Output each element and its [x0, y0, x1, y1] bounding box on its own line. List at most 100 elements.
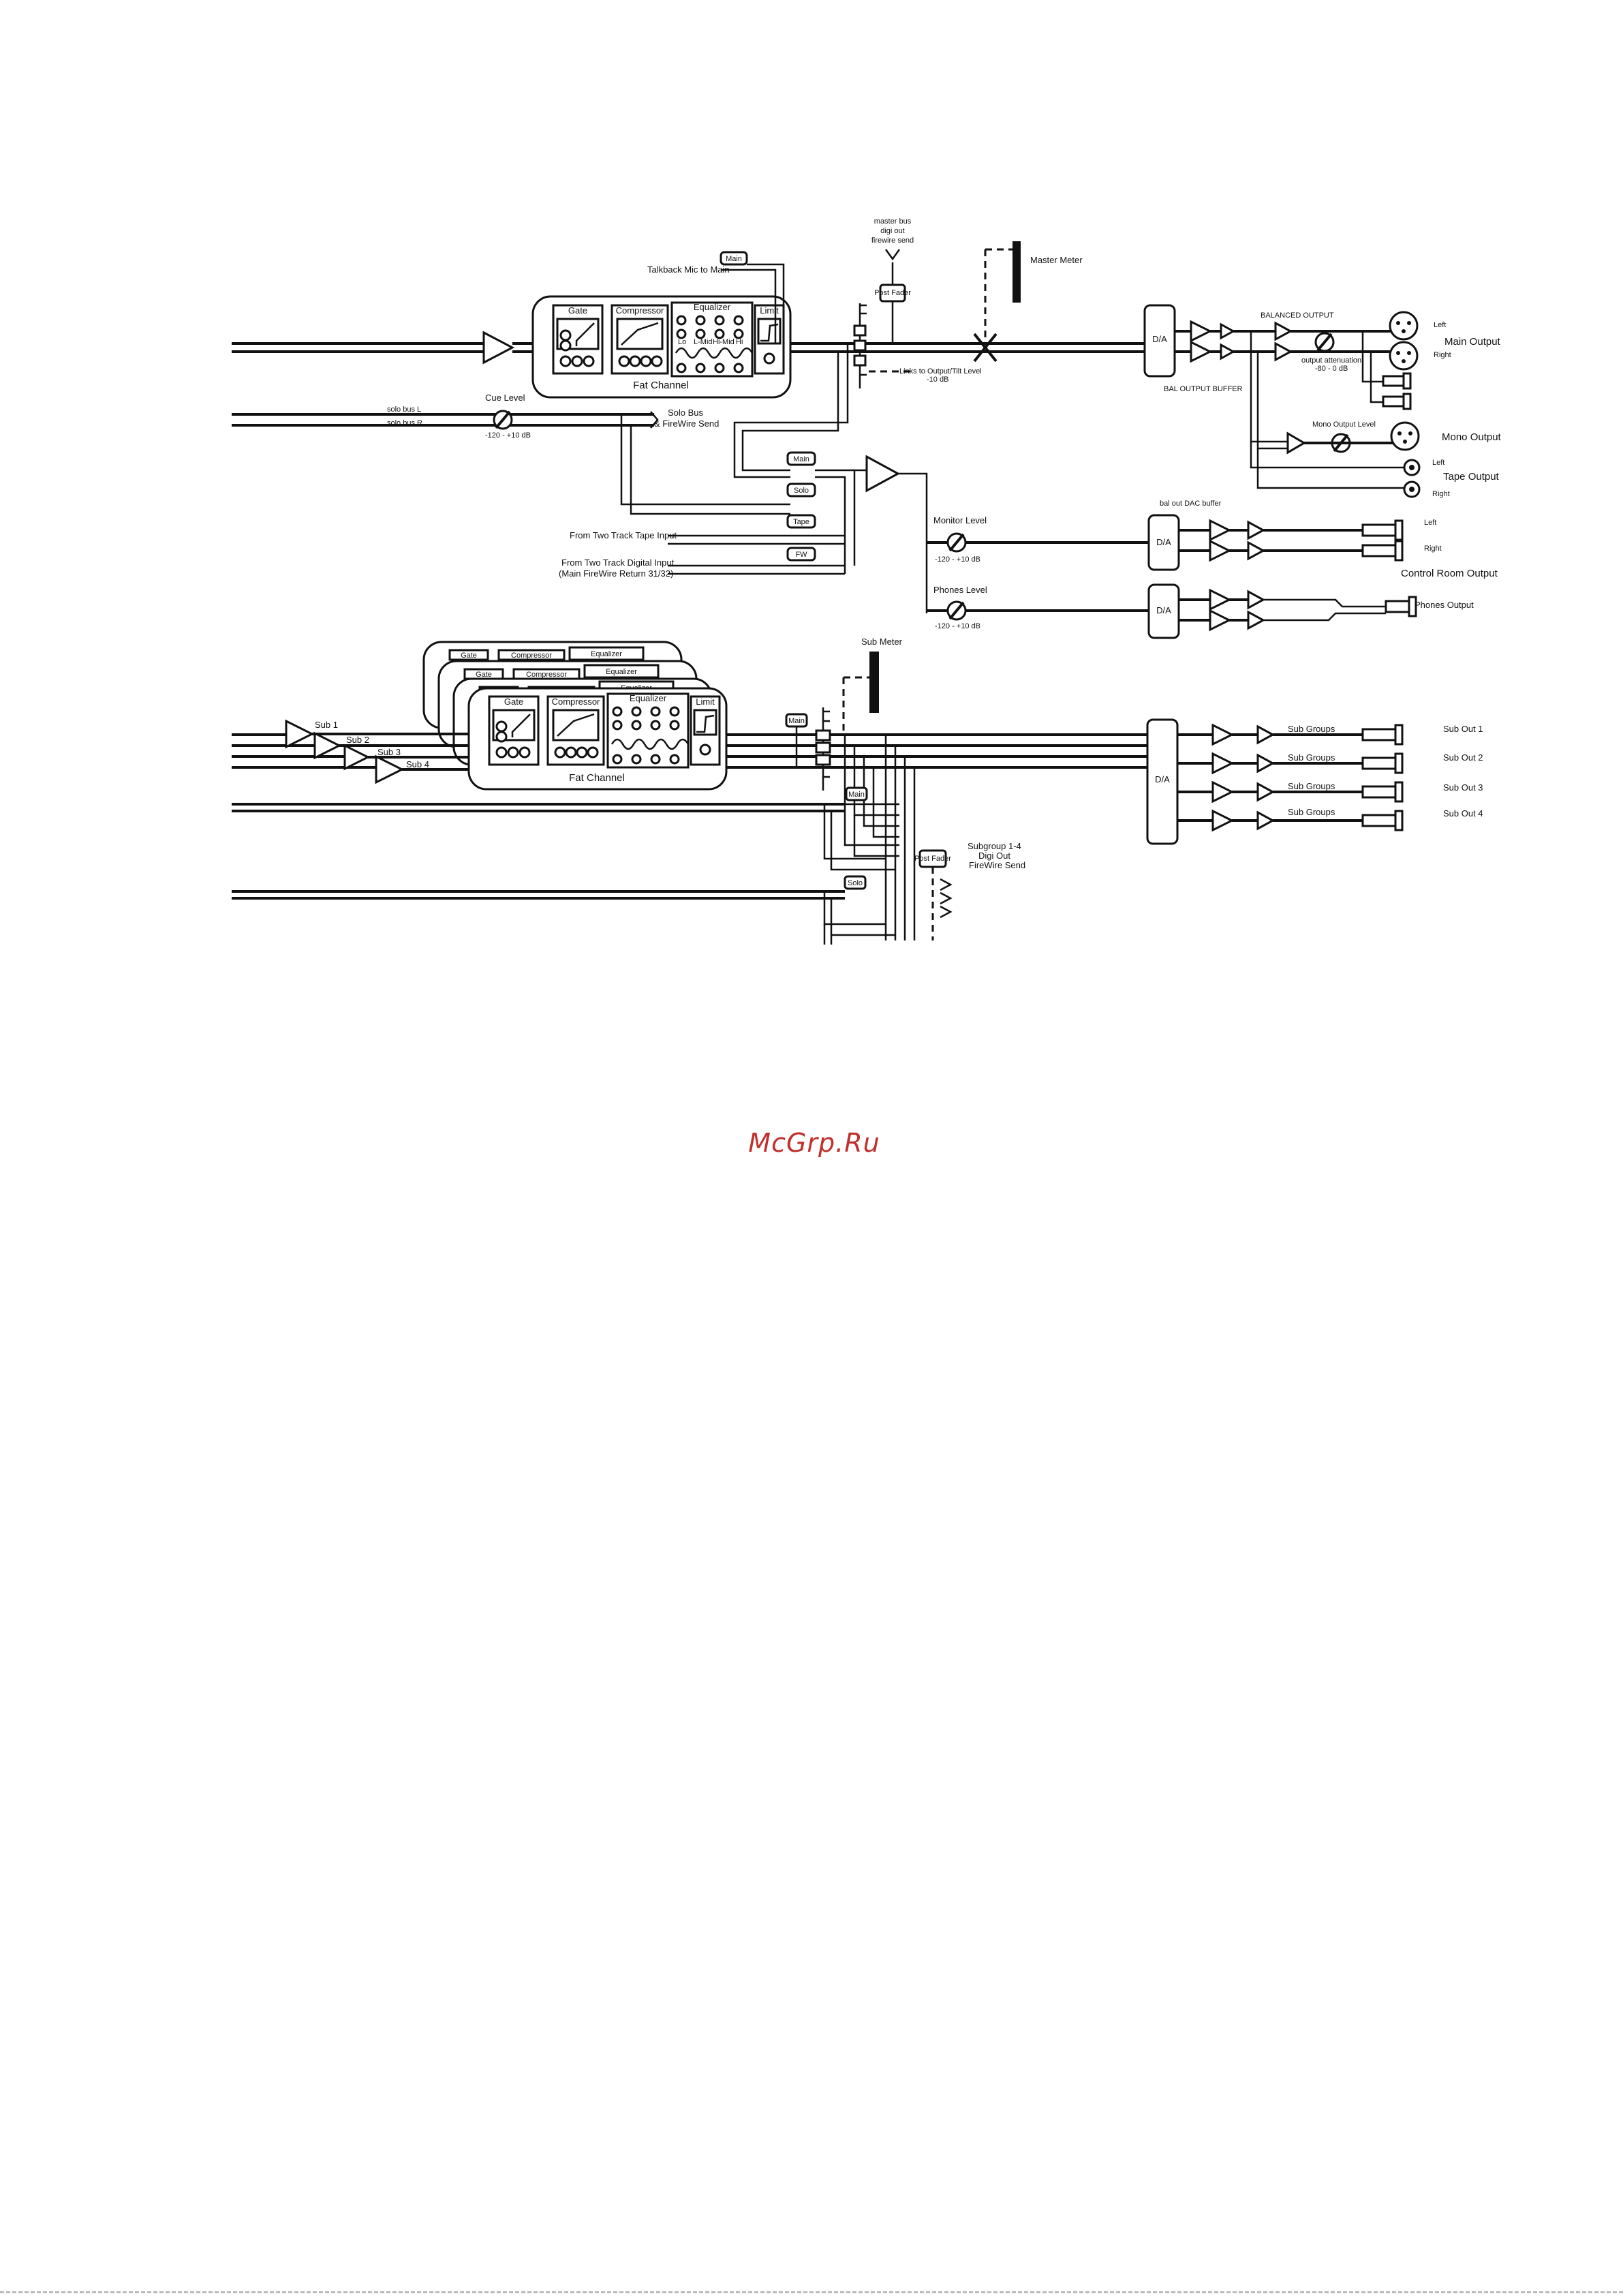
fw-source-label: FW: [795, 551, 807, 559]
sub1-amp-icon: [285, 719, 315, 749]
solo-bus-label: Solo Bus: [668, 408, 704, 418]
sub-output-3: [1177, 780, 1404, 803]
subgroup-send-label-3: FireWire Send: [969, 860, 1025, 870]
sub2-label: Sub 2: [346, 735, 369, 745]
knob-icon: [576, 746, 588, 759]
sub-main-assign-button[interactable]: [845, 786, 868, 801]
monitor-amp-icon: [865, 455, 901, 493]
subgroup-section: Gate Compressor Equalizer Gate Compresso…: [232, 637, 1483, 945]
knob-icon: [763, 352, 775, 365]
tape-output-label: Tape Output: [1443, 471, 1500, 483]
xlr-mono: [1390, 421, 1420, 451]
knob-icon: [587, 746, 599, 759]
phones-output-label: Phones Output: [1415, 600, 1474, 610]
sub-compressor-label: Compressor: [552, 697, 600, 707]
sub4-amp-icon: [375, 754, 405, 784]
cue-level-label: Cue Level: [485, 393, 525, 403]
gate-label: Gate: [568, 305, 587, 316]
knob-icon: [559, 339, 572, 352]
cr-buffer-label: bal out DAC buffer: [1160, 500, 1222, 508]
sub-out-3-label: Sub Out 3: [1443, 782, 1483, 793]
main-r-amp-icon: [1190, 340, 1213, 363]
eq-band-hmid: Hi-Mid: [713, 338, 735, 346]
main-source-label: Main: [793, 455, 809, 463]
arrow-right-icon: [650, 411, 659, 429]
main-source-button[interactable]: [786, 451, 816, 466]
sub2-amp-icon: [313, 731, 342, 760]
sub-out-4-label: Sub Out 4: [1443, 808, 1483, 818]
lower-routing-lines: [823, 804, 895, 945]
limit-label: Limit: [760, 305, 779, 316]
sub-groups-label-2: Sub Groups: [1288, 752, 1335, 763]
main-assign-button[interactable]: [720, 251, 748, 266]
stack-comp-label: Compressor: [526, 671, 567, 679]
sub-groups-label-3: Sub Groups: [1288, 781, 1335, 791]
sub-main-assign-label: Main: [848, 791, 865, 799]
master-meter-label: Master Meter: [1030, 255, 1083, 265]
balanced-output-label: BALANCED OUTPUT: [1261, 311, 1334, 320]
from-tape-label: From Two Track Tape Input: [570, 530, 677, 540]
compressor-curve-icon: [621, 322, 659, 346]
stack-comp-label: Compressor: [511, 652, 552, 660]
trs-jack-icon: [1382, 372, 1412, 390]
fw-source-button[interactable]: [786, 547, 816, 562]
sub-solo-button[interactable]: [844, 875, 867, 890]
cr-left-label: Left: [1424, 519, 1436, 527]
sub-fader[interactable]: [815, 707, 831, 791]
eq-knob-row: [675, 315, 754, 373]
main-fader[interactable]: [853, 303, 867, 388]
cr-da-label: D/A: [1156, 537, 1171, 547]
mono-output-level-label: Mono Output Level: [1312, 420, 1376, 429]
stack-gate-label: Gate: [461, 652, 477, 660]
sub-output-4: [1177, 809, 1404, 832]
tape-source-label: Tape: [793, 518, 809, 526]
solo-source-label: Solo: [794, 487, 809, 495]
sub-out-1-label: Sub Out 1: [1443, 724, 1483, 734]
tape-left-label: Left: [1432, 459, 1444, 467]
main-left-label: Left: [1434, 321, 1446, 329]
master-bus-note-2: digi out: [880, 227, 904, 235]
fat-channel-label: Fat Channel: [633, 380, 689, 391]
xlr-main-left: [1389, 311, 1419, 341]
monitor-level-label: Monitor Level: [933, 515, 987, 525]
eq-band-lo: Lo: [678, 338, 686, 346]
phones-da-label: D/A: [1156, 605, 1171, 615]
gate-curve-icon: [575, 322, 595, 346]
trs-jack-icon: [1361, 540, 1404, 562]
eq-band-hi: Hi: [736, 338, 743, 346]
subgroup-send-label-1: Subgroup 1-4: [968, 841, 1021, 851]
sub-meter: [842, 652, 879, 736]
cr-right-label: Right: [1424, 545, 1442, 553]
mono-output-label: Mono Output: [1442, 431, 1502, 443]
knob-icon: [495, 746, 508, 759]
sub3-amp-icon: [343, 744, 371, 771]
rca-jack-tape-left: [1403, 459, 1421, 476]
knob-icon: [629, 355, 641, 367]
xlr-main-right: [1389, 341, 1419, 371]
knob-icon: [559, 355, 572, 367]
compressor-label: Compressor: [616, 305, 664, 316]
main-input-amp-icon: [482, 331, 515, 365]
tape-source-button[interactable]: [786, 514, 816, 529]
mono-sum-icon: [973, 333, 998, 363]
sub-groups-label-1: Sub Groups: [1288, 724, 1335, 734]
sub-fat-channel-label: Fat Channel: [569, 772, 625, 784]
sub-out-2-label: Sub Out 2: [1443, 752, 1483, 763]
rca-jack-tape-right: [1403, 480, 1421, 498]
talkback-label: Talkback Mic to Main: [647, 264, 730, 275]
knob-icon: [554, 746, 566, 759]
knob-icon: [618, 355, 630, 367]
main-da-label: D/A: [1152, 334, 1167, 344]
trs-jack-icon: [1382, 393, 1412, 410]
sub-meter-label: Sub Meter: [861, 637, 903, 647]
phones-range-label: -120 - +10 dB: [935, 622, 980, 630]
firewire-send-label: & FireWire Send: [654, 418, 719, 429]
phones-level-label: Phones Level: [933, 585, 987, 595]
watermark: McGrp.Ru: [748, 1128, 880, 1158]
link-note-2: -10 dB: [927, 376, 948, 384]
sub4-label: Sub 4: [406, 759, 429, 769]
knob-icon: [495, 720, 508, 733]
solo-source-button[interactable]: [786, 483, 816, 498]
bal-output-buffer-label: BAL OUTPUT BUFFER: [1164, 385, 1243, 393]
